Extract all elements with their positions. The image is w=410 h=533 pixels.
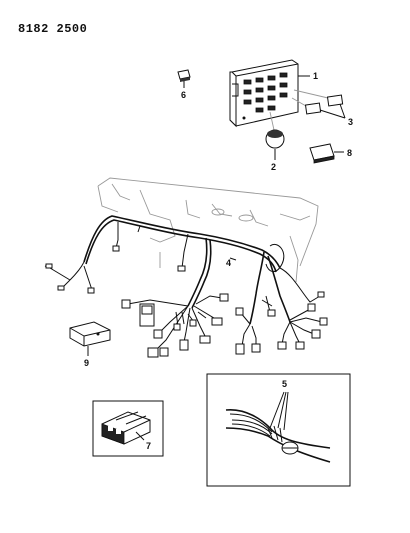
flasher-round (265, 111, 285, 149)
callout-8: 8 (347, 148, 352, 158)
fuse-block (229, 59, 299, 128)
leader-4 (229, 257, 237, 261)
callout-6: 6 (181, 90, 186, 100)
inset-7 (92, 400, 164, 457)
module-8 (309, 143, 335, 164)
callout-2: 2 (271, 162, 276, 172)
leader-5c (283, 391, 289, 431)
instrument-panel-outline (97, 177, 319, 283)
callout-5: 5 (282, 379, 287, 389)
leader-5b (277, 391, 287, 429)
main-harness (44, 215, 325, 325)
leader-3a (319, 109, 346, 119)
callout-1: 1 (313, 71, 318, 81)
connector-6 (177, 69, 191, 82)
leader-7 (135, 431, 145, 441)
leader-3b (339, 103, 346, 119)
inset-5 (206, 373, 351, 487)
callout-7: 7 (146, 441, 151, 451)
connector-cluster-left (121, 293, 229, 358)
callout-9: 9 (84, 358, 89, 368)
diagram-code: 8182 2500 (18, 22, 88, 36)
relay-pair (291, 89, 344, 115)
callout-4: 4 (226, 258, 231, 268)
bracket-9 (69, 321, 111, 347)
connector-cluster-right (235, 295, 328, 355)
leader-5a (269, 391, 285, 429)
callout-3: 3 (348, 117, 353, 127)
